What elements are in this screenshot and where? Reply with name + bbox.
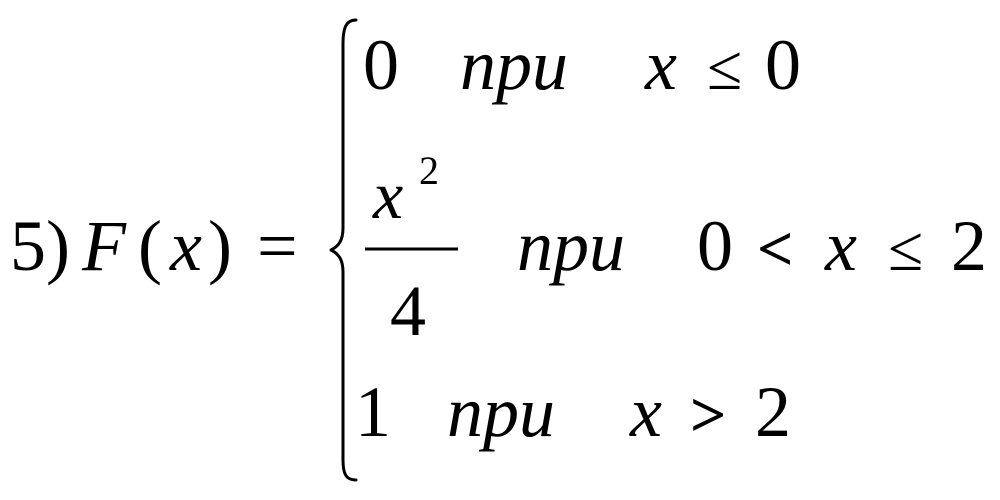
case-2-operator-lt: < — [757, 213, 793, 284]
case-3-word: при — [447, 372, 555, 452]
case-2-variable: x — [824, 206, 857, 286]
formula-lhs: 5) F ( x ) = — [10, 206, 298, 286]
case-2-numerator-exponent: 2 — [419, 148, 439, 193]
case-3-value: 1 — [355, 372, 391, 452]
case-2-rhs: 2 — [951, 206, 987, 286]
equals-sign: = — [257, 206, 298, 286]
case-3-rhs: 2 — [755, 372, 791, 452]
case-1-rhs: 0 — [765, 25, 801, 105]
case-row-1: 0 при x ≤ 0 — [363, 25, 801, 105]
case-2-word: при — [517, 206, 625, 286]
case-1-variable: x — [644, 25, 677, 105]
case-2-numerator-base: x — [372, 157, 403, 233]
case-1-value: 0 — [363, 25, 399, 105]
case-row-2: x 2 4 при 0 < x ≤ 2 — [365, 148, 987, 351]
case-row-3: 1 при x > 2 — [355, 372, 791, 452]
case-3-variable: x — [629, 372, 662, 452]
case-2-denominator: 4 — [390, 271, 426, 351]
open-paren: ( — [138, 206, 162, 286]
case-1-operator: ≤ — [707, 32, 742, 103]
case-2-lhs: 0 — [697, 206, 733, 286]
left-brace-icon — [329, 18, 358, 482]
function-name: F — [81, 206, 127, 286]
case-2-operator-le: ≤ — [888, 213, 923, 284]
case-1-word: при — [460, 25, 568, 105]
case-3-operator: > — [690, 379, 726, 450]
function-variable: x — [169, 206, 202, 286]
close-paren: ) — [208, 206, 232, 286]
item-label: 5) — [10, 206, 70, 286]
